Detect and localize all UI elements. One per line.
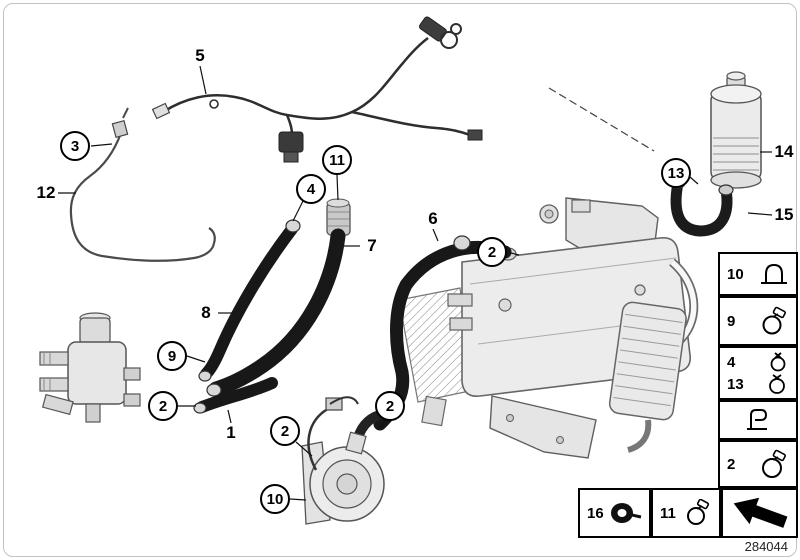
callout-7-hose[interactable]: 7 [366, 236, 378, 256]
cable-clip-icon [745, 408, 771, 432]
wiring-harness [151, 16, 483, 163]
fuel-line [69, 107, 216, 262]
hose-clamp-icon [759, 449, 789, 479]
legend-label-13: 13 [727, 375, 744, 393]
callout-5-wiring-harness[interactable]: 5 [194, 46, 206, 66]
callout-6-hose[interactable]: 6 [427, 209, 439, 229]
legend-label-16: 16 [587, 504, 604, 522]
leader-lines [58, 65, 773, 501]
legend-label-9: 9 [727, 312, 736, 330]
spring-clamp-icon [765, 374, 789, 394]
hose-clamp-icon [684, 499, 712, 527]
front-direction-arrow-icon [729, 492, 791, 534]
callout-2-pump-inlet[interactable]: 2 [270, 416, 300, 446]
legend-box-16[interactable]: 16 [578, 488, 651, 538]
legend-box-cable-clip[interactable] [718, 400, 798, 440]
callout-8-hose[interactable]: 8 [200, 303, 212, 323]
legend-box-direction-arrow[interactable] [721, 488, 798, 538]
legend-box-2[interactable]: 2 [718, 440, 798, 488]
spring-clamp-small-icon [767, 352, 789, 372]
legend-box-11[interactable]: 11 [651, 488, 721, 538]
locating-dash-line [548, 87, 655, 152]
heater-unit [398, 197, 699, 459]
callout-4-clamp[interactable]: 4 [296, 174, 326, 204]
legend-box-9[interactable]: 9 [718, 296, 798, 346]
electric-pump [301, 396, 389, 525]
hose-clamp-icon [759, 306, 789, 336]
callout-2-pump-top[interactable]: 2 [375, 391, 405, 421]
diagram-code: 284044 [744, 539, 788, 554]
canister [710, 71, 762, 189]
callout-10-pump[interactable]: 10 [260, 484, 290, 514]
callout-11-clamp[interactable]: 11 [322, 145, 352, 175]
callout-15-u-hose[interactable]: 15 [773, 205, 795, 225]
callout-9-clamp[interactable]: 9 [157, 341, 187, 371]
water-valve [39, 312, 141, 423]
callout-2-valve-port[interactable]: 2 [148, 391, 178, 421]
legend-label-11: 11 [660, 504, 676, 522]
legend-label-10: 10 [727, 265, 744, 283]
callout-13-hose-clamp[interactable]: 13 [661, 158, 691, 188]
legend-row-13: 13 [727, 374, 789, 394]
callout-1-hose[interactable]: 1 [225, 423, 237, 443]
callout-12-fuel-line[interactable]: 12 [35, 183, 57, 203]
legend-row-4: 4 [727, 352, 789, 372]
callout-14-canister[interactable]: 14 [773, 142, 795, 162]
callout-3-fuel-line-fitting[interactable]: 3 [60, 131, 90, 161]
legend-label-4: 4 [727, 353, 736, 371]
sealing-tape-roll-icon [608, 499, 642, 527]
legend-box-10[interactable]: 10 [718, 252, 798, 296]
legend-label-2: 2 [727, 455, 736, 473]
pipe-clip-icon [759, 261, 789, 287]
callout-2-heater-inlet[interactable]: 2 [477, 237, 507, 267]
legend-box-4-13[interactable]: 4 13 [718, 346, 798, 400]
